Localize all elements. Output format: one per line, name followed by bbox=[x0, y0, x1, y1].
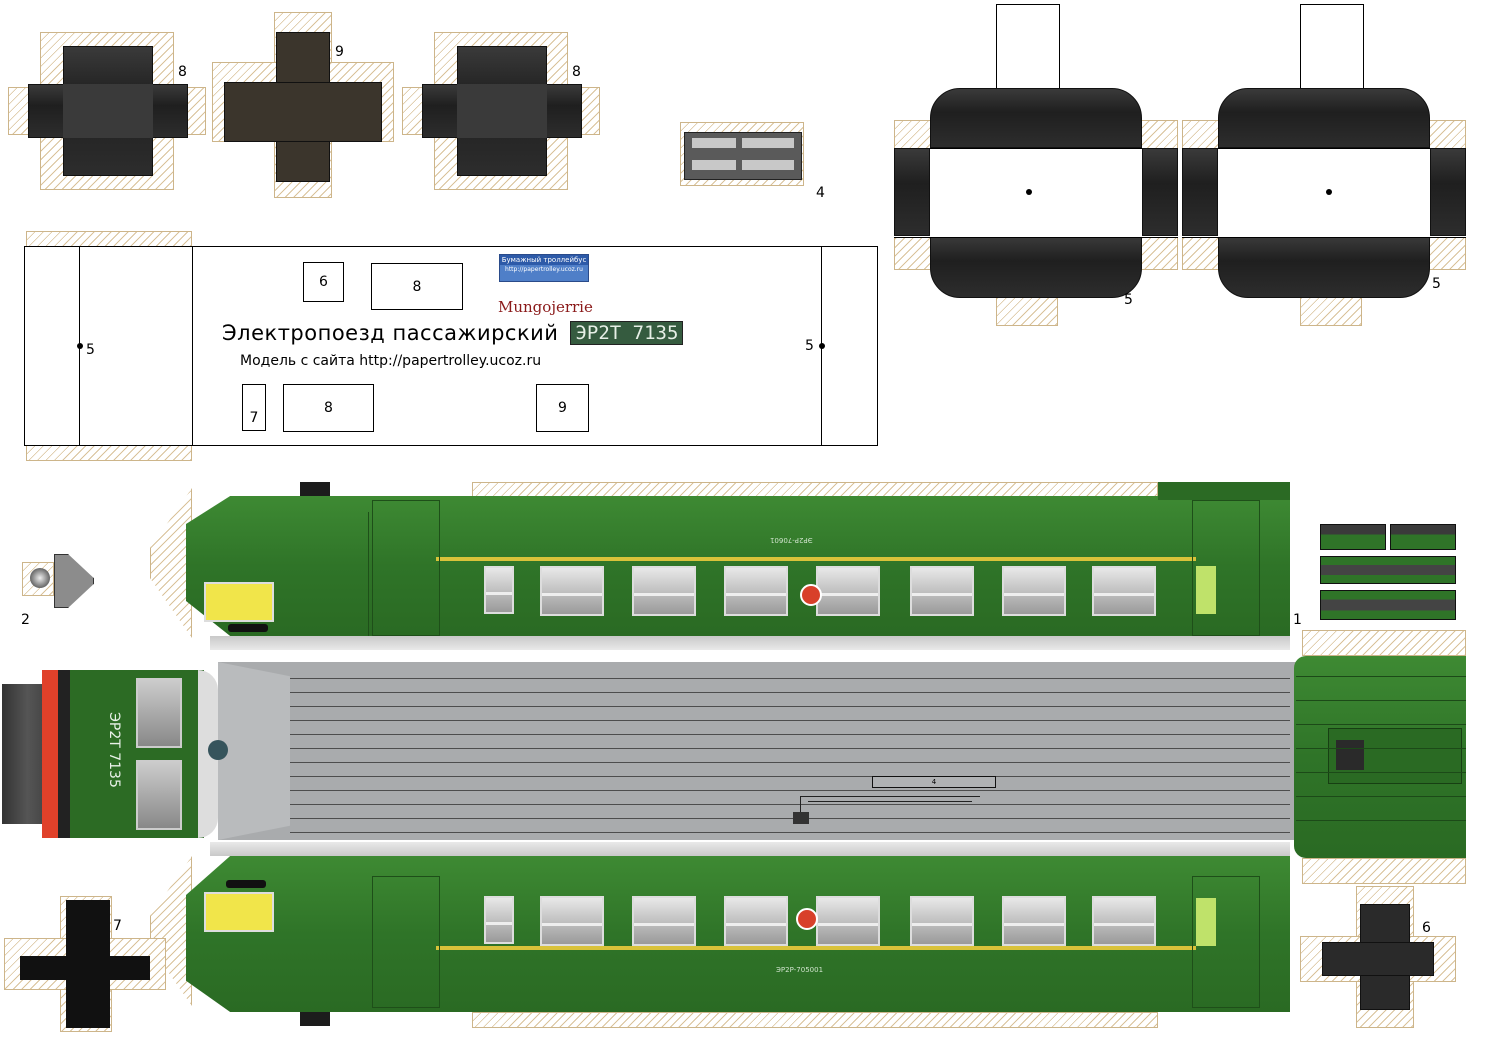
model-reg-plate: ЭР2Т 7135 bbox=[570, 321, 684, 345]
part-label-9: 9 bbox=[335, 44, 344, 60]
sign-line-2: http://papertrolley.ucoz.ru bbox=[505, 266, 583, 273]
car-side-top: ЭР2Р-70601 bbox=[150, 478, 1292, 658]
base-mark-left: 5 bbox=[86, 342, 95, 358]
part-7 bbox=[4, 896, 166, 1032]
part-label-5a: 5 bbox=[1124, 292, 1133, 308]
base-box-9: 9 bbox=[536, 384, 589, 432]
part-label-7: 7 bbox=[113, 918, 122, 934]
bogie-right bbox=[1182, 4, 1466, 326]
sign-line-1: Бумажный троллейбус bbox=[500, 255, 588, 265]
roof-marker: 4 bbox=[872, 776, 996, 788]
base-box-7: 7 bbox=[242, 384, 266, 431]
model-title-text: Электропоезд пассажирский bbox=[222, 321, 559, 345]
car-roof bbox=[218, 662, 1296, 840]
car-side-bottom: ЭР2Р-705001 bbox=[150, 842, 1292, 1034]
model-title: Электропоезд пассажирский ЭР2Т 7135 bbox=[222, 321, 684, 345]
part-strips bbox=[1318, 522, 1456, 620]
part-label-1: 1 bbox=[1293, 612, 1302, 628]
part-label-6: 6 bbox=[1422, 920, 1431, 936]
part-6 bbox=[1300, 886, 1456, 1028]
part-label-5b: 5 bbox=[1432, 276, 1441, 292]
roof-marker-label: 4 bbox=[931, 778, 937, 786]
base-mark-right: 5 bbox=[805, 338, 814, 354]
base-box-8b: 8 bbox=[283, 384, 374, 432]
side-number-bottom: ЭР2Р-705001 bbox=[776, 966, 824, 974]
part-label-8a: 8 bbox=[178, 64, 187, 80]
front-reg: ЭР2Т 7135 bbox=[106, 712, 122, 788]
base-box-6: 6 bbox=[303, 262, 344, 302]
papertrolley-sign: Бумажный троллейбус http://papertrolley.… bbox=[499, 254, 589, 282]
part-2 bbox=[22, 554, 94, 608]
base-box-8a: 8 bbox=[371, 263, 463, 310]
part-4 bbox=[680, 122, 804, 186]
model-site: Модель с сайта http://papertrolley.ucoz.… bbox=[240, 353, 542, 369]
base-tab-bottom bbox=[26, 445, 192, 461]
part-8-left bbox=[8, 32, 206, 190]
part-8-right bbox=[402, 32, 600, 190]
side-number-top: ЭР2Р-70601 bbox=[770, 536, 813, 544]
bogie-left bbox=[894, 4, 1178, 326]
car-rear bbox=[1294, 630, 1466, 884]
car-front: ЭР2Т 7135 bbox=[2, 670, 228, 838]
base-tab-top bbox=[26, 231, 192, 247]
part-label-2: 2 bbox=[21, 612, 30, 628]
brand-logo: Mungojerrie bbox=[498, 298, 593, 316]
part-9 bbox=[212, 12, 394, 198]
part-label-4: 4 bbox=[816, 185, 825, 201]
part-label-8b: 8 bbox=[572, 64, 581, 80]
